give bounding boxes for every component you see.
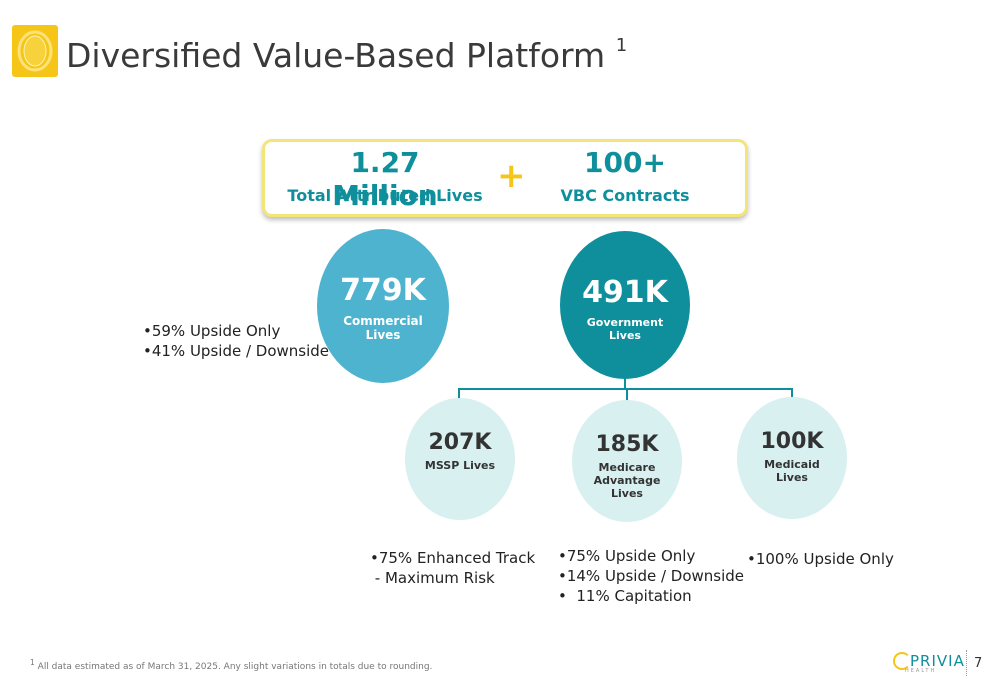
medicare-advantage-label-line3: Lives <box>611 487 643 500</box>
mssp-label: MSSP Lives <box>424 459 496 472</box>
page-separator <box>966 650 967 676</box>
medicare-advantage-label-line1: Medicare <box>598 461 656 474</box>
footnote-text: All data estimated as of March 31, 2025.… <box>37 662 433 672</box>
commercial-value: 779K <box>340 273 426 308</box>
medicaid-bullet: •100% Upside Only <box>747 550 894 568</box>
summary-box: 1.27 Million Total Attributed Lives + 10… <box>262 139 748 217</box>
logo-ring-icon <box>17 30 53 72</box>
commercial-bullets: •59% Upside Only •41% Upside / Downside <box>143 321 329 361</box>
medicaid-lives-circle: 100K Medicaid Lives <box>737 397 847 519</box>
commercial-bullet: •59% Upside Only <box>143 322 281 340</box>
footnote: 1 All data estimated as of March 31, 202… <box>30 658 432 672</box>
footnote-mark: 1 <box>30 658 35 667</box>
commercial-bullet: •41% Upside / Downside <box>143 342 330 360</box>
total-lives-value: 1.27 Million <box>332 146 438 212</box>
mssp-bullet: •75% Enhanced Track <box>370 549 536 567</box>
government-lives-circle: 491K Government Lives <box>560 231 690 379</box>
medicare-advantage-bullet: •75% Upside Only <box>558 547 696 565</box>
commercial-lives-circle: 779K Commercial Lives <box>317 229 449 383</box>
mssp-value: 207K <box>428 430 492 455</box>
page-number: 7 <box>974 656 983 671</box>
medicaid-value: 100K <box>760 429 824 454</box>
page-title-text: Diversified Value-Based Platform <box>66 36 606 75</box>
total-lives-label: Total Attributed Lives <box>287 186 483 205</box>
mssp-bullet: - Maximum Risk <box>370 569 495 587</box>
medicare-advantage-bullet: •14% Upside / Downside <box>558 567 745 585</box>
vbc-contracts-value: 100+ <box>584 146 666 179</box>
vbc-contracts-label: VBC Contracts <box>560 186 690 205</box>
medicare-advantage-value: 185K <box>595 432 659 457</box>
brand-logo-icon <box>893 652 911 670</box>
plus-sign: + <box>497 156 526 196</box>
medicaid-label-line1: Medicaid <box>764 458 820 471</box>
medicare-advantage-bullet: • 11% Capitation <box>558 587 692 605</box>
brand-subname: HEALTH <box>905 668 937 674</box>
page-title: Diversified Value-Based Platform 1 <box>66 35 628 75</box>
medicaid-label-line2: Lives <box>776 471 808 484</box>
government-label-line2: Lives <box>609 329 641 342</box>
government-label-line1: Government <box>586 316 664 329</box>
mssp-lives-circle: 207K MSSP Lives <box>405 398 515 520</box>
commercial-label-line2: Lives <box>365 328 401 342</box>
medicare-advantage-lives-circle: 185K Medicare Advantage Lives <box>572 400 682 522</box>
title-footnote-mark: 1 <box>615 35 628 56</box>
mssp-bullets: •75% Enhanced Track - Maximum Risk <box>370 548 535 588</box>
logo-mark <box>12 25 58 77</box>
medicare-advantage-bullets: •75% Upside Only •14% Upside / Downside … <box>558 546 744 606</box>
government-value: 491K <box>582 275 668 310</box>
brand-name: PRIVIA <box>910 652 965 670</box>
medicare-advantage-label-line2: Advantage <box>593 474 661 487</box>
medicaid-bullets: •100% Upside Only <box>747 549 894 569</box>
commercial-label-line1: Commercial <box>343 314 423 328</box>
